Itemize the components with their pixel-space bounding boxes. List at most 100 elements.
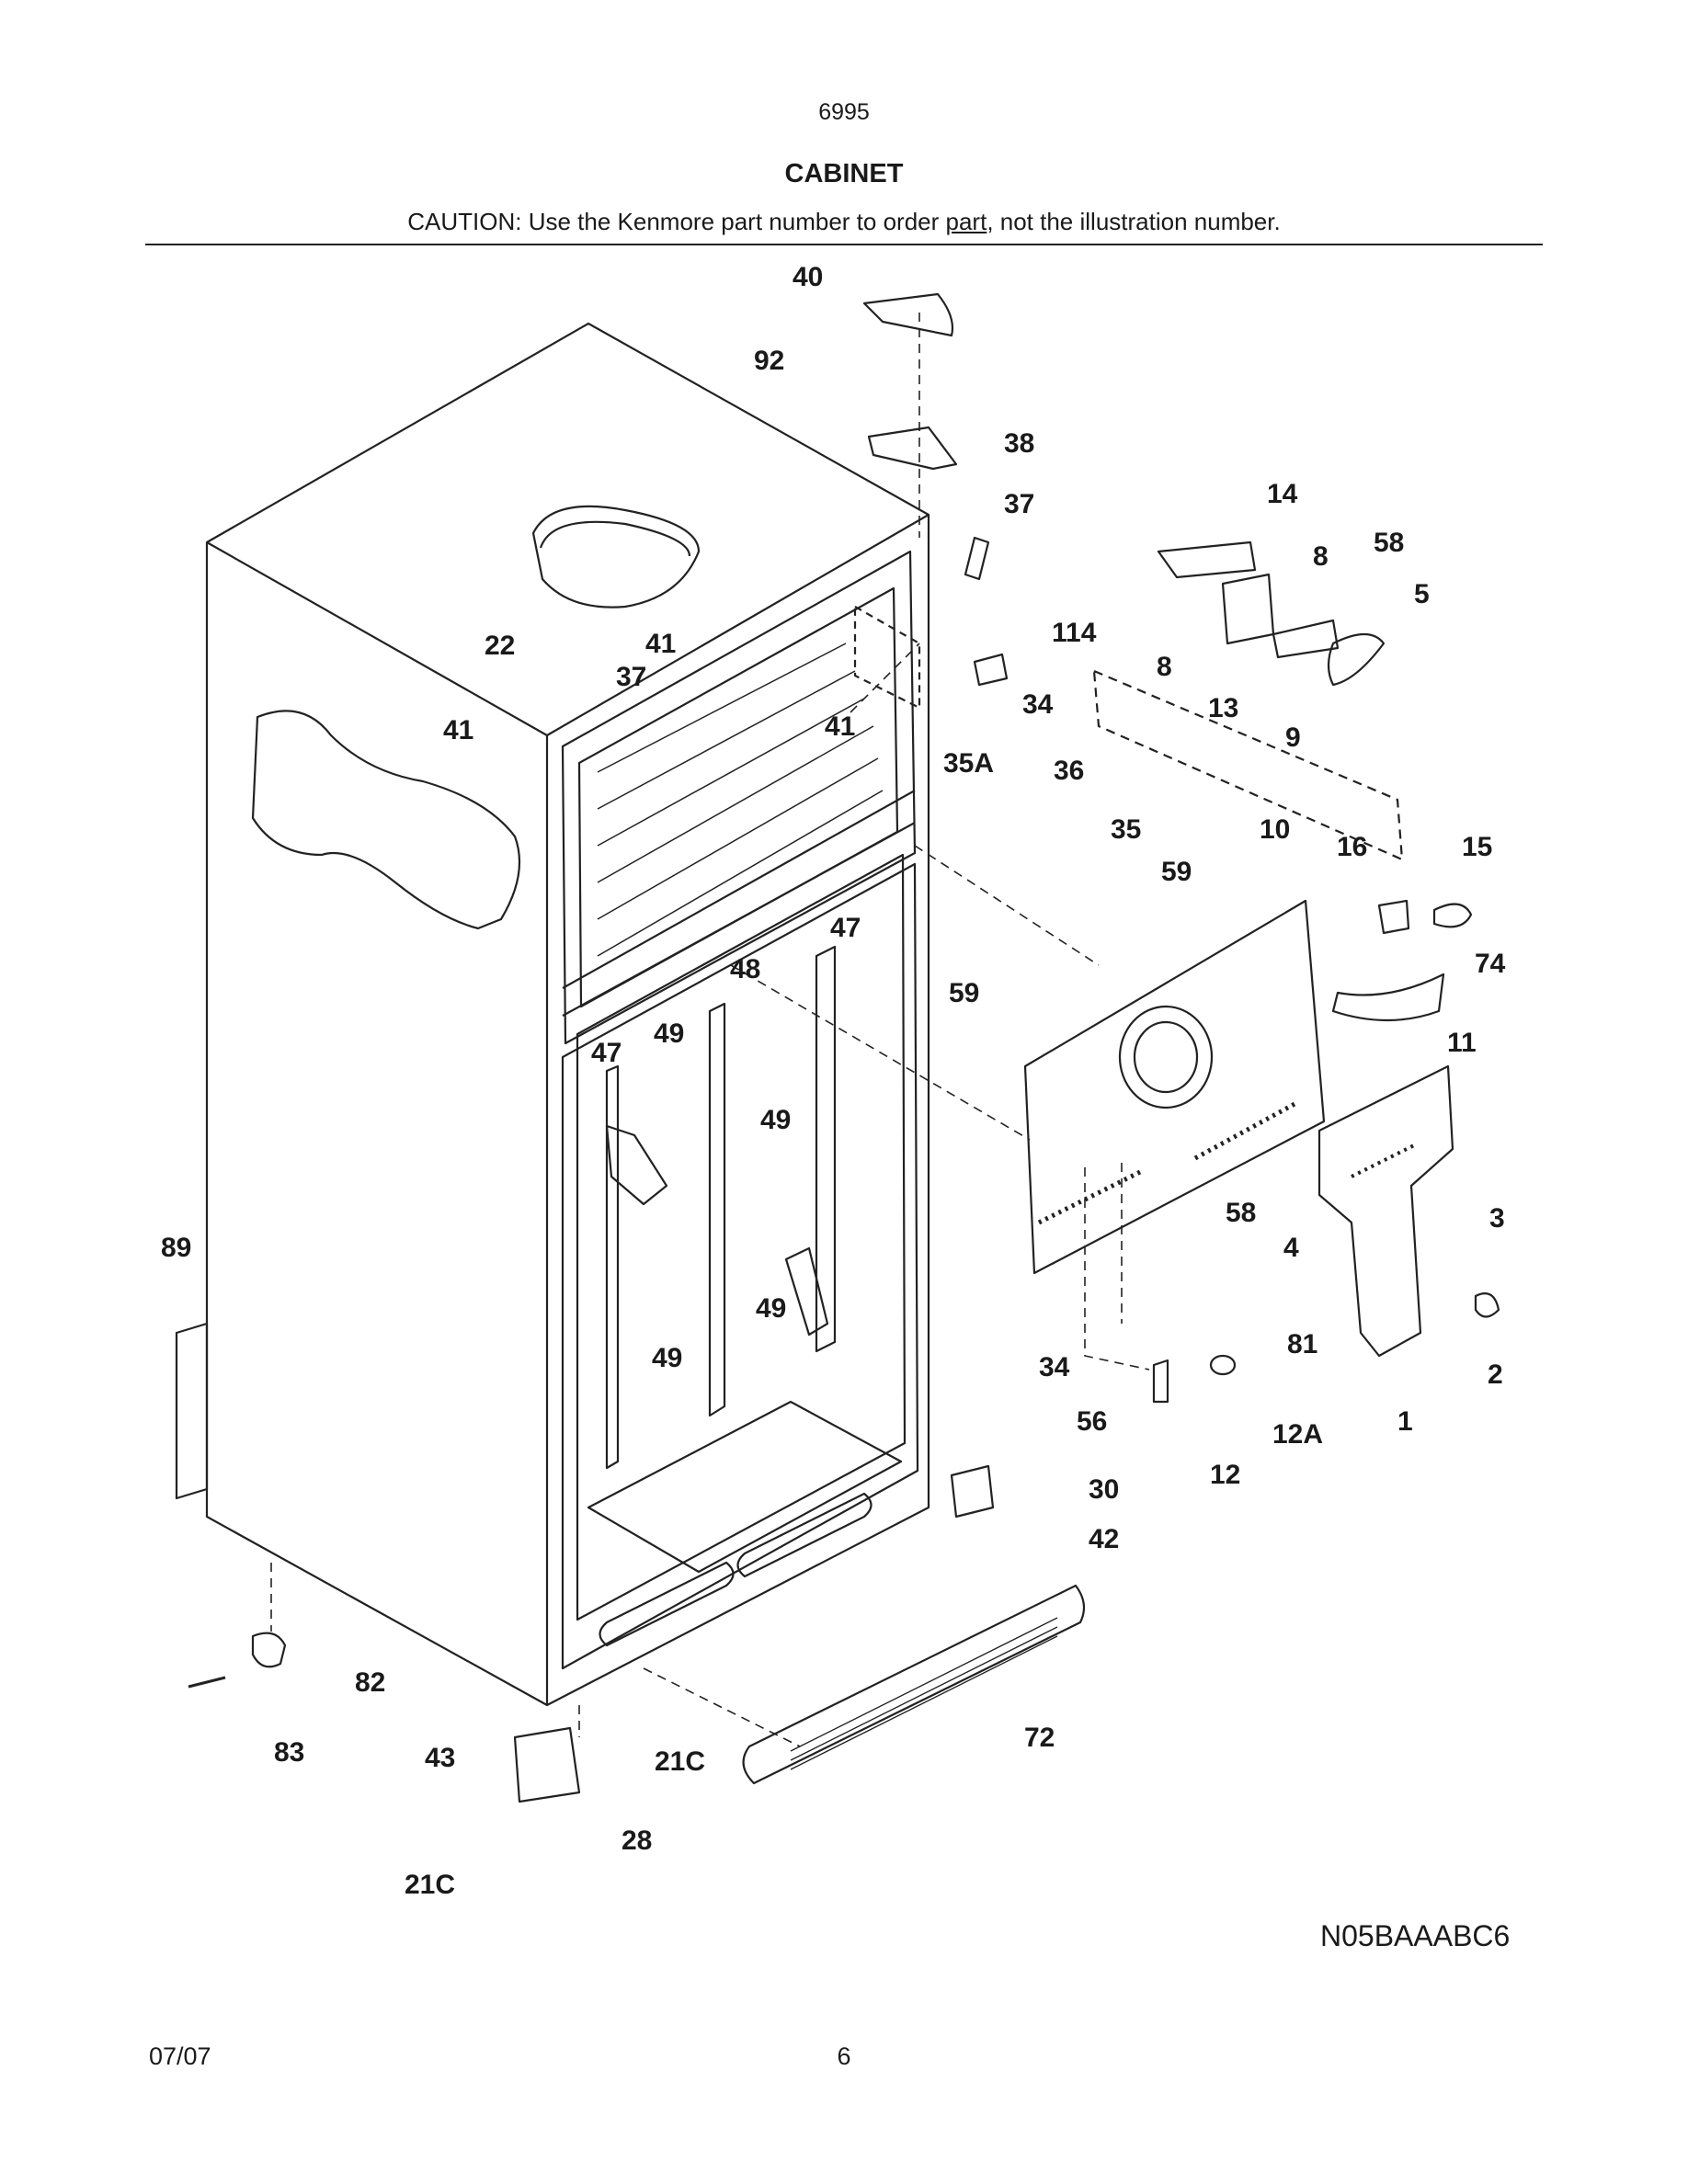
- evaporator-fan-opening: [1118, 1005, 1214, 1109]
- part-label: 41: [825, 711, 855, 742]
- part-label: 47: [830, 913, 861, 943]
- part-label: 81: [1287, 1329, 1317, 1359]
- fan-motor: [1221, 573, 1275, 645]
- freezer-ribs: [597, 643, 884, 957]
- part-label: 36: [1054, 756, 1084, 786]
- caution-part-word: part: [945, 208, 987, 235]
- socket-16: [1377, 899, 1410, 935]
- part-label: 13: [1208, 693, 1238, 723]
- part-label: 22: [485, 631, 515, 661]
- part-label: 58: [1374, 528, 1404, 558]
- part-label: 83: [274, 1737, 304, 1768]
- shelf-rail-center: [708, 1002, 726, 1417]
- part-label: 42: [1089, 1524, 1119, 1554]
- dashed-group-fan: [1092, 669, 1404, 861]
- part-label: 4: [1283, 1233, 1299, 1263]
- part-label: 10: [1260, 814, 1290, 845]
- part-label: 30: [1089, 1474, 1119, 1505]
- part-label: 40: [793, 262, 823, 292]
- cover-vent-lower: [1037, 1100, 1298, 1225]
- fresh-food-opening: [561, 862, 919, 1670]
- side-cover-plate: [175, 1322, 209, 1500]
- part-label: 2: [1488, 1359, 1503, 1390]
- part-label: 8: [1313, 541, 1329, 572]
- toe-grille: [742, 1584, 1086, 1785]
- part-label: 72: [1024, 1723, 1055, 1753]
- hinge-cover: [862, 292, 954, 337]
- section-title: CABINET: [784, 159, 904, 188]
- part-label: 35: [1111, 814, 1141, 845]
- caution-suffix: , not the illustration number.: [987, 208, 1281, 235]
- grille-louvers: [790, 1617, 1058, 1770]
- shelf-rail-left: [605, 1064, 620, 1470]
- freezer-back-bracket: [853, 605, 921, 710]
- header-divider: [145, 244, 1543, 245]
- front-roller-bracket: [513, 1726, 581, 1803]
- part-label: 12A: [1272, 1419, 1323, 1450]
- crisper-rail-left: [605, 1124, 668, 1206]
- fresh-food-inner: [576, 853, 907, 1621]
- part-label: 48: [730, 954, 760, 984]
- part-label: 5: [1414, 579, 1430, 609]
- knob-2: [1474, 1292, 1500, 1318]
- light-socket: [973, 653, 1009, 687]
- plug-12A: [1209, 1354, 1237, 1376]
- part-label: 9: [1285, 722, 1301, 753]
- top-hinge: [867, 426, 958, 471]
- crisper-floor: [587, 1400, 903, 1574]
- model-number: 6995: [818, 99, 870, 125]
- control-housing: [1317, 1064, 1454, 1358]
- figure-code: N05BAAABC6: [1320, 1919, 1511, 1952]
- divider-mullion: [562, 790, 916, 1017]
- vent-damper: [1152, 1359, 1169, 1404]
- part-label: 59: [1161, 857, 1192, 887]
- part-label: 14: [1267, 479, 1298, 509]
- part-label: 56: [1077, 1406, 1107, 1437]
- bottom-slot-left: [599, 1561, 735, 1647]
- part-label: 34: [1022, 689, 1054, 720]
- leveling-leg: [251, 1632, 287, 1668]
- fan-blade: [1327, 633, 1386, 687]
- part-label: 37: [616, 662, 646, 692]
- part-label: 92: [754, 346, 784, 376]
- part-label: 38: [1004, 428, 1034, 459]
- bulb: [1432, 903, 1473, 928]
- part-label: 37: [1004, 489, 1034, 519]
- leveling-screw: [188, 1676, 226, 1689]
- part-label: 21C: [405, 1870, 455, 1900]
- fan-bracket: [1157, 540, 1257, 579]
- housing-grille: [1351, 1143, 1417, 1178]
- part-label: 21C: [655, 1746, 705, 1777]
- crisper-rail-right: [784, 1246, 829, 1337]
- part-label: 41: [645, 629, 676, 659]
- explode-lines: [270, 313, 1150, 1747]
- part-label: 43: [425, 1743, 455, 1773]
- part-label: 49: [652, 1343, 682, 1373]
- part-label: 41: [443, 715, 473, 745]
- part-label: 34: [1039, 1352, 1070, 1382]
- shelf-rail-right: [815, 945, 837, 1353]
- part-label: 8: [1157, 652, 1172, 682]
- part-label: 16: [1337, 832, 1367, 862]
- part-label: 11: [1447, 1028, 1477, 1058]
- part-label: 49: [654, 1018, 684, 1049]
- part-label: 49: [760, 1105, 791, 1135]
- part-label: 59: [949, 978, 979, 1008]
- caution-prefix: CAUTION: Use the Kenmore part number to …: [407, 208, 946, 235]
- caution-note: CAUTION: Use the Kenmore part number to …: [0, 208, 1688, 236]
- part-label: 74: [1475, 949, 1506, 979]
- part-label: 47: [591, 1038, 622, 1068]
- part-label: 28: [622, 1826, 652, 1856]
- part-label: 12: [1210, 1460, 1240, 1490]
- part-label: 3: [1489, 1203, 1505, 1234]
- bottom-slot-right: [736, 1492, 873, 1578]
- freezer-opening: [561, 550, 917, 1045]
- part-label: 49: [756, 1293, 786, 1324]
- part-label: 58: [1226, 1198, 1256, 1228]
- hinge-shim: [964, 536, 990, 581]
- part-label: 114: [1052, 618, 1097, 648]
- part-label: 15: [1462, 832, 1492, 862]
- page-number: 6: [837, 2042, 851, 2070]
